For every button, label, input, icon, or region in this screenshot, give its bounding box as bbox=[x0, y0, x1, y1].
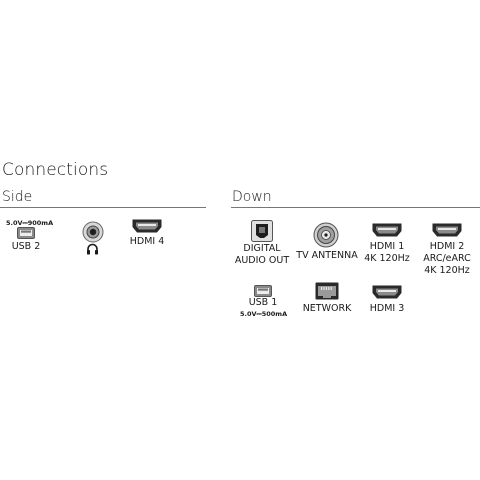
usb2-label: USB 2 bbox=[11, 241, 41, 252]
digital-audio-label-line1: DIGITAL bbox=[243, 243, 281, 254]
usb-port-icon bbox=[17, 227, 35, 239]
down-heading: Down bbox=[232, 189, 272, 205]
hdmi-port-icon bbox=[432, 223, 462, 237]
hdmi-port-icon bbox=[372, 223, 402, 237]
tv-antenna-label: TV ANTENNA bbox=[296, 250, 358, 261]
side-divider bbox=[0, 207, 206, 208]
usb-port-icon bbox=[254, 285, 272, 297]
down-divider bbox=[231, 207, 480, 208]
side-heading: Side bbox=[2, 189, 33, 205]
headphone-jack-icon bbox=[82, 221, 104, 243]
hdmi2-label-line2: ARC/eARC bbox=[423, 253, 471, 264]
hdmi2-label-line1: HDMI 2 bbox=[429, 241, 465, 252]
usb2-power-rating: 5.0V⎓900mA bbox=[6, 219, 54, 227]
hdmi1-label-line1: HDMI 1 bbox=[369, 241, 405, 252]
hdmi3-label: HDMI 3 bbox=[369, 303, 405, 314]
network-label: NETWORK bbox=[302, 303, 352, 314]
usb1-power-rating: 5.0V⎓500mA bbox=[240, 310, 288, 318]
optical-port-icon bbox=[251, 220, 273, 242]
usb1-label: USB 1 bbox=[248, 297, 278, 308]
page-title: Connections bbox=[2, 160, 109, 180]
hdmi1-label-line2: 4K 120Hz bbox=[364, 253, 410, 264]
headphone-icon bbox=[86, 243, 99, 255]
coax-port-icon bbox=[313, 222, 339, 248]
hdmi4-label: HDMI 4 bbox=[129, 236, 165, 247]
ethernet-port-icon bbox=[315, 282, 339, 300]
hdmi-port-icon bbox=[372, 285, 402, 299]
digital-audio-label-line2: AUDIO OUT bbox=[234, 255, 290, 266]
hdmi2-label-line3: 4K 120Hz bbox=[424, 265, 470, 276]
hdmi-port-icon bbox=[132, 219, 162, 233]
